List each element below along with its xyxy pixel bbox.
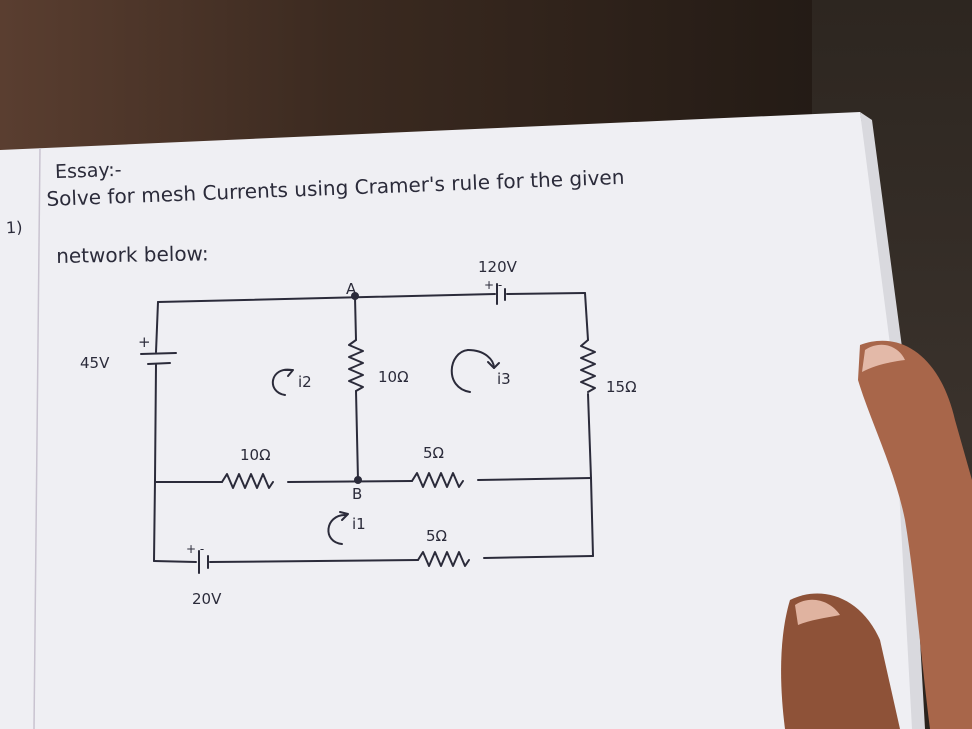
wire-bottom-left <box>153 560 197 563</box>
wire-mid-center <box>287 480 413 483</box>
resistor-5ohm-middle <box>411 472 464 488</box>
wire-top-right <box>506 292 586 295</box>
node-b-label: B <box>352 485 363 503</box>
wire-left-middle <box>154 364 157 481</box>
resistor-15ohm <box>580 339 596 393</box>
node-b-dot <box>354 476 362 484</box>
resistor-15ohm-label: 15Ω <box>606 378 637 396</box>
wire-top-left <box>157 293 496 303</box>
wire-mid-right <box>477 477 592 481</box>
battery-45v-plate-short <box>147 362 171 365</box>
mesh-arrow-i2-head <box>284 369 294 377</box>
resistor-5ohm-bottom <box>417 551 470 567</box>
wire-left-lower <box>153 479 156 562</box>
resistor-5ohm-bottom-label: 5Ω <box>426 527 448 545</box>
source-45v-polarity: + <box>138 333 151 351</box>
mesh-arrow-i1-head <box>339 511 349 521</box>
source-20v-polarity: + - <box>186 542 205 556</box>
node-a-dot <box>351 292 359 300</box>
mesh-i1-label: i1 <box>352 515 366 533</box>
source-120v-polarity: + - <box>484 278 503 292</box>
source-120v-label: 120V <box>478 258 517 276</box>
wire-right-upper <box>584 292 589 341</box>
resistor-5ohm-middle-label: 5Ω <box>423 444 445 462</box>
node-a-label: A <box>346 280 357 298</box>
wire-right-middle <box>587 393 592 479</box>
resistor-10ohm-vertical <box>348 339 364 392</box>
mesh-i3-label: i3 <box>497 370 511 388</box>
battery-45v-plate-long <box>140 352 177 355</box>
mesh-i2-label: i2 <box>298 373 312 391</box>
source-20v-label: 20V <box>192 590 222 608</box>
mesh-arrow-i1 <box>327 514 346 545</box>
source-45v-label: 45V <box>80 354 110 372</box>
wire-middle-upper <box>354 296 357 341</box>
mesh-arrow-i3 <box>450 349 471 393</box>
wire-bottom-right <box>483 555 594 559</box>
wire-middle-lower <box>355 390 359 481</box>
mesh-arrow-i3-head <box>487 361 500 369</box>
wire-right-lower <box>590 477 594 557</box>
mesh-arrow-i3-top <box>467 349 495 369</box>
margin-line <box>33 147 41 729</box>
resistor-10ohm-horizontal <box>221 473 274 489</box>
resistor-10ohm-horizontal-label: 10Ω <box>240 446 271 464</box>
resistor-10ohm-vertical-label: 10Ω <box>378 368 409 386</box>
wire-left-upper <box>155 301 159 353</box>
wire-bottom-center <box>209 559 419 563</box>
